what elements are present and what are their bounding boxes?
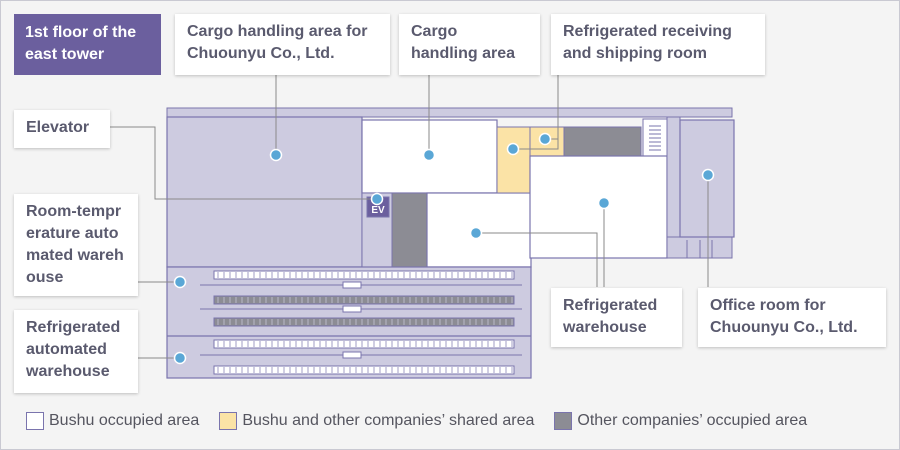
- callout-office-room: Office room for Chuounyu Co., Ltd.: [698, 288, 886, 347]
- marker-refrigerated-warehouse: [597, 196, 611, 210]
- warehouse-racks: [200, 270, 522, 375]
- marker-dots: [173, 132, 715, 365]
- legend-swatch-other: [554, 412, 573, 430]
- stacker-crane: [342, 281, 362, 289]
- legend-item-shared: Bushu and other companies’ shared area: [219, 412, 534, 430]
- legend-label-shared: Bushu and other companies’ shared area: [242, 412, 535, 429]
- marker-room-temp-warehouse: [173, 275, 187, 289]
- callout-cargo-chuounyu: Cargo handling area for Chuounyu Co., Lt…: [175, 14, 390, 75]
- callout-refrigerated-receiving: Refrigerated receiving and shipping room: [551, 14, 765, 75]
- callout-elevator: Elevator: [14, 110, 110, 148]
- legend-item-bushu: Bushu occupied area: [26, 412, 199, 430]
- marker-center-area: [469, 226, 483, 240]
- marker-refrigerated-auto-warehouse: [173, 351, 187, 365]
- callout-cargo: Cargo handling area: [399, 14, 540, 75]
- legend-swatch-shared: [219, 412, 238, 430]
- rack-row: [213, 317, 515, 327]
- stacker-crane: [342, 351, 362, 359]
- rack-row: [213, 365, 515, 375]
- area-other-center: [391, 192, 428, 268]
- legend-label-other: Other companies’ occupied area: [577, 412, 808, 429]
- legend-item-other: Other companies’ occupied area: [554, 412, 807, 430]
- area-other-top: [563, 126, 642, 157]
- legend-swatch-bushu: [26, 412, 44, 430]
- floor-title: 1st floor of the east tower: [14, 14, 161, 75]
- ev-label: EV: [371, 205, 385, 216]
- marker-elevator: [370, 192, 384, 206]
- marker-cargo-chuounyu: [269, 148, 283, 162]
- area-shared: [496, 126, 531, 194]
- rack-row: [213, 295, 515, 305]
- rack-row: [213, 270, 515, 280]
- marker-refrigerated-receiving: [538, 132, 552, 146]
- marker-shared-area: [506, 142, 520, 156]
- rack-row: [213, 339, 515, 349]
- leader-lines: [110, 74, 709, 359]
- marker-office-room: [701, 168, 715, 182]
- stairs-treads: [649, 125, 661, 151]
- legend: Bushu occupied area Bushu and other comp…: [26, 410, 827, 432]
- area-refrigerated-warehouse: [529, 155, 668, 259]
- legend-label-bushu: Bushu occupied area: [49, 412, 200, 429]
- callout-room-temp-warehouse: Room-temprerature automated warehouse: [14, 194, 138, 296]
- marker-cargo: [422, 148, 436, 162]
- top-corridor: [166, 107, 733, 118]
- area-cargo-chuounyu: [166, 116, 363, 268]
- stacker-crane: [342, 305, 362, 313]
- callout-refrigerated-auto-warehouse: Refrigerated automated warehouse: [14, 310, 138, 393]
- callout-refrigerated-warehouse: Refrigerated warehouse: [551, 288, 682, 347]
